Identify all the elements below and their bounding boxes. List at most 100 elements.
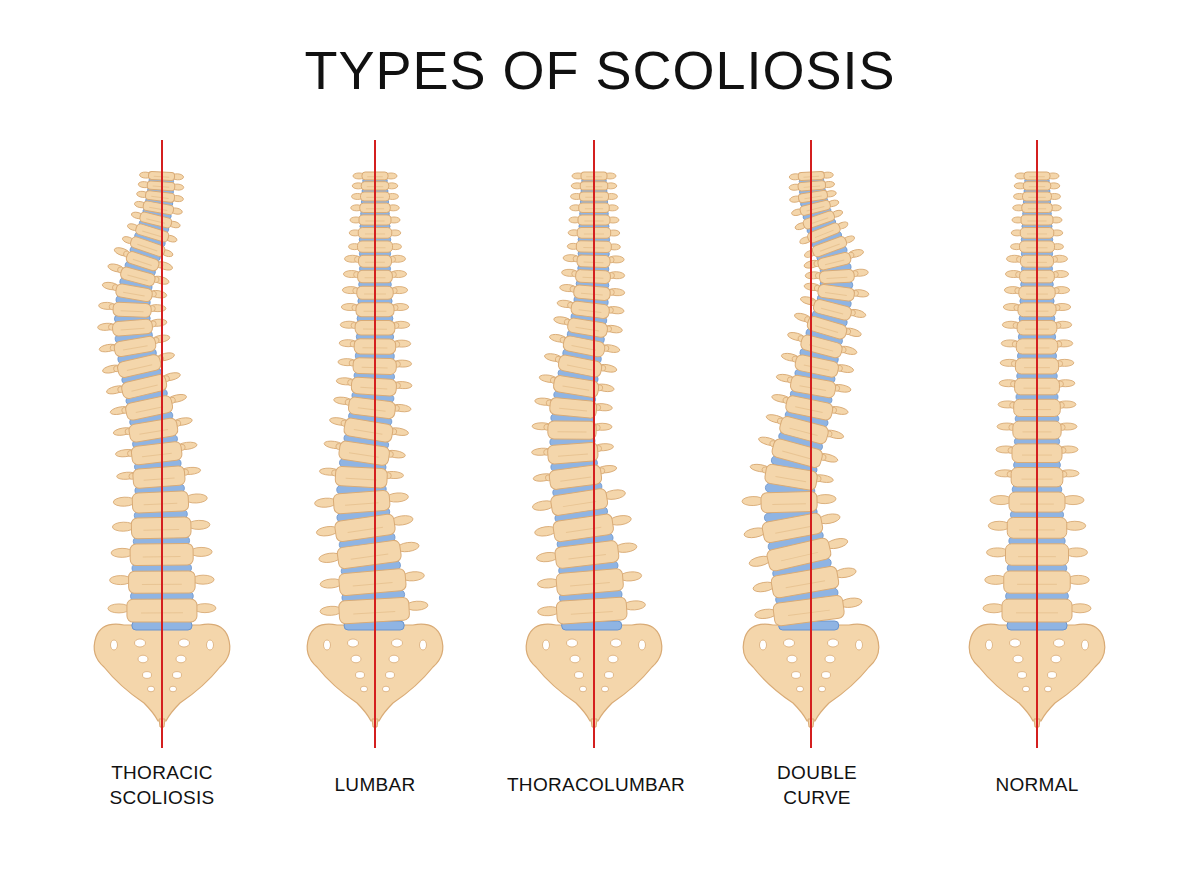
sacral-foramen	[760, 640, 767, 650]
body-shading	[805, 196, 822, 199]
vertebral-body	[573, 285, 610, 301]
body-shading	[151, 196, 168, 198]
sacral-foramen	[1018, 672, 1027, 679]
vertebral-body	[145, 190, 175, 202]
body-shading	[131, 385, 157, 391]
sacral-foramen	[392, 639, 403, 647]
sacral-foramen	[1054, 639, 1065, 647]
vertebra	[322, 438, 406, 469]
vertebral-body	[567, 317, 609, 338]
body-shading	[809, 345, 833, 351]
sacral-foramen	[389, 655, 399, 663]
sacral-foramen	[138, 655, 148, 663]
sacral-foramen	[796, 686, 803, 692]
body-shading	[345, 503, 379, 505]
sacral-foramen	[1022, 686, 1029, 692]
sacral-foramen	[1013, 655, 1023, 663]
body-shading	[800, 386, 827, 391]
body-shading	[139, 429, 168, 434]
type-label: DOUBLE CURVE	[762, 760, 872, 810]
vertebral-body	[116, 353, 162, 378]
vertebra	[537, 567, 643, 598]
vertebral-body	[125, 395, 174, 422]
vertebra	[318, 537, 421, 572]
vertebra	[336, 376, 413, 398]
body-shading	[795, 407, 822, 413]
vertebra	[328, 415, 410, 446]
vertebra	[115, 439, 199, 467]
vertebra	[532, 421, 612, 440]
body-shading	[149, 207, 167, 210]
vertebral-body	[338, 568, 406, 596]
body-shading	[559, 408, 587, 411]
vertebra	[534, 396, 613, 421]
body-shading	[775, 477, 806, 482]
sacral-foramen	[147, 686, 154, 692]
sacral-foramen	[111, 640, 118, 650]
sacral-foramen	[1044, 686, 1051, 692]
vertebra	[536, 538, 639, 571]
sacral-foramen	[360, 686, 367, 692]
sacral-foramen	[567, 639, 578, 647]
sacral-foramen	[784, 639, 795, 647]
sacral-foramen	[176, 655, 186, 663]
vertebra	[748, 461, 834, 494]
vertebral-body	[817, 284, 855, 302]
vertebral-body	[556, 597, 627, 625]
vertebral-body	[334, 513, 396, 542]
midline	[593, 140, 595, 748]
sacral-foramen	[143, 672, 152, 679]
body-shading	[353, 583, 393, 586]
vertebra	[752, 562, 859, 602]
vertebral-body	[335, 466, 388, 488]
sacral-foramen	[382, 686, 389, 692]
vertebral-body	[761, 512, 823, 543]
vertebra	[537, 596, 646, 626]
sacral-foramen	[605, 672, 614, 679]
body-shading	[558, 454, 588, 456]
vertebral-body	[132, 491, 189, 514]
body-shading	[788, 610, 830, 615]
sacral-foramen	[543, 640, 550, 650]
sacral-foramen	[348, 639, 359, 647]
sacral-foramen	[1082, 640, 1089, 650]
vertebra	[559, 283, 625, 302]
vertebra	[332, 394, 411, 421]
spine-group	[94, 171, 1105, 727]
sacral-foramen	[986, 640, 993, 650]
body-shading	[360, 387, 387, 389]
vertebral-body	[128, 417, 179, 443]
body-shading	[572, 346, 596, 351]
vertebra	[531, 485, 627, 519]
title: TYPES OF SCOLIOSIS	[0, 38, 1200, 102]
vertebral-body	[132, 466, 185, 489]
vertebra	[531, 441, 614, 466]
body-shading	[579, 310, 602, 313]
vertebral-body	[556, 568, 624, 596]
body-shading	[142, 231, 161, 237]
body-shading	[583, 277, 604, 278]
sacral-foramen	[575, 672, 584, 679]
sacral-foramen	[356, 672, 365, 679]
type-label: LUMBAR	[295, 772, 455, 797]
body-shading	[137, 244, 157, 251]
sacral-foramen	[818, 686, 825, 692]
vertebra	[805, 268, 869, 284]
body-shading	[133, 259, 152, 265]
vertebral-body	[794, 354, 840, 378]
vertebra	[319, 465, 404, 489]
body-shading	[142, 453, 172, 457]
vertebral-body	[113, 335, 157, 357]
vertebra	[98, 301, 166, 318]
body-shading	[815, 326, 838, 333]
body-shading	[570, 583, 610, 586]
body-shading	[825, 260, 844, 265]
body-shading	[123, 346, 148, 350]
sacral-foramen	[1010, 639, 1021, 647]
midline	[1036, 140, 1038, 748]
sacral-foramen	[639, 640, 646, 650]
body-shading	[820, 244, 840, 251]
vertebral-body	[338, 440, 390, 466]
sacral-foramen	[787, 655, 797, 663]
sacral-foramen	[579, 686, 586, 692]
